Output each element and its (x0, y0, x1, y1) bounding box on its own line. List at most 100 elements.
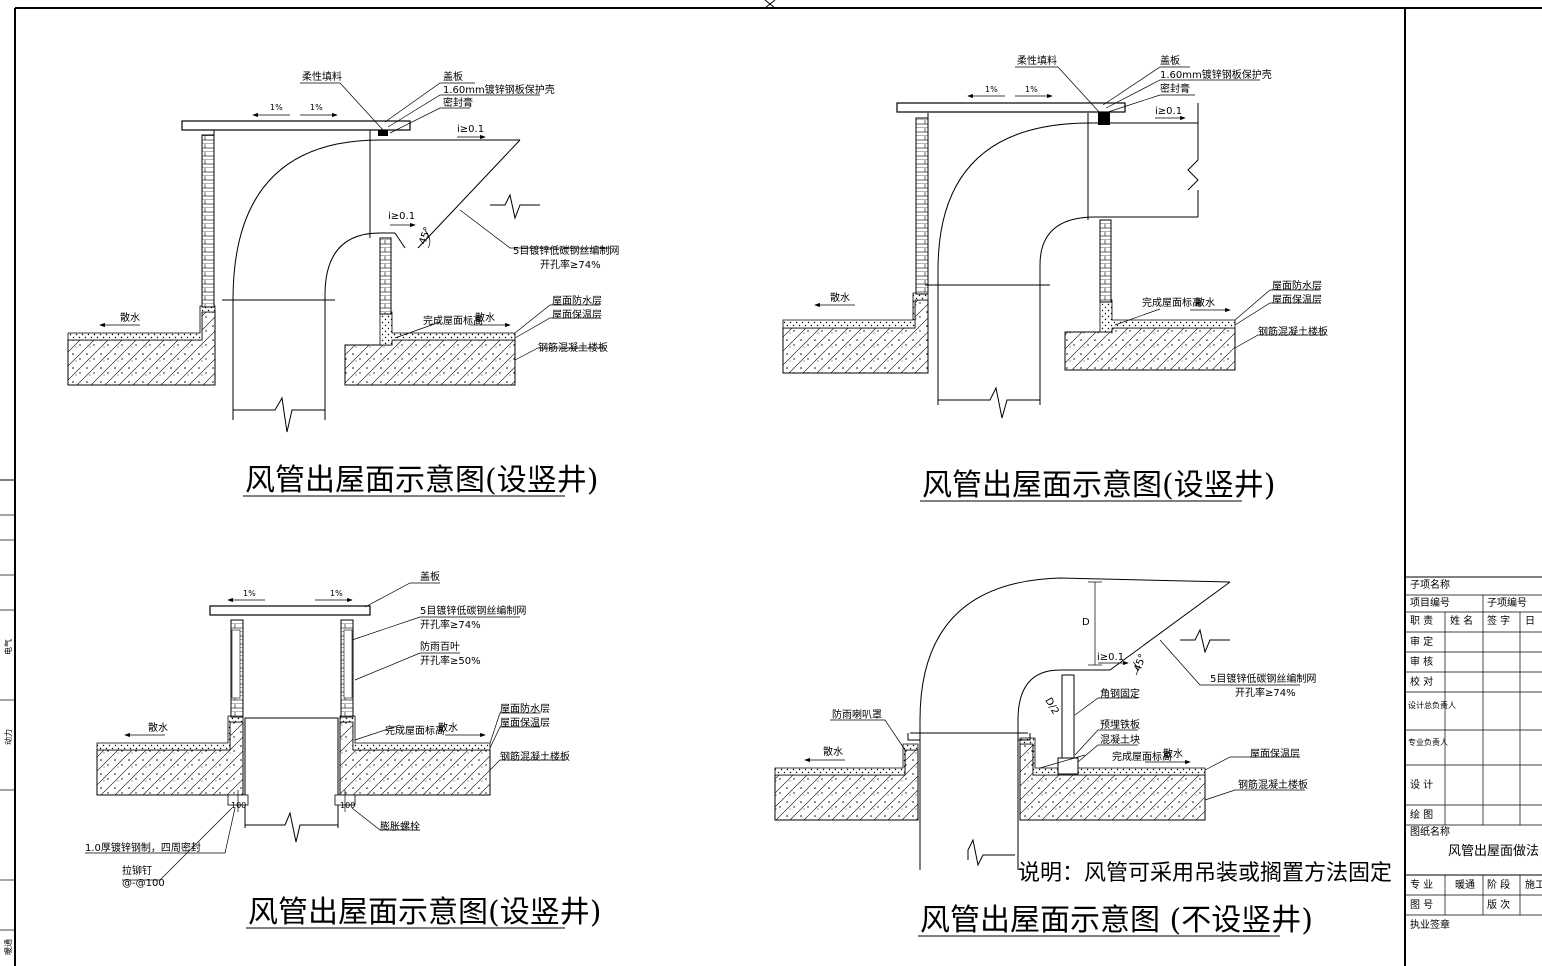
tb-stage: 施工 (1525, 878, 1542, 891)
label-rc-slab-4: 钢筋混凝土楼板 (1238, 778, 1308, 791)
title-block: 子项名称 项目编号 子项编号 职 责 姓 名 签 字 日 审 定 审 核 校 对… (1405, 576, 1542, 931)
tb-role-header-1: 姓 名 (1450, 614, 1473, 627)
tb-drawing-name: 风管出屋面做法 (1448, 844, 1539, 859)
label-open-rate-74-4: 开孔率≥74% (1235, 686, 1296, 699)
label-rivet-spec: @-@100 (122, 878, 165, 889)
label-open-rate-74-3: 开孔率≥74% (420, 618, 481, 631)
label-embedded-plate: 预埋铁板 (1100, 718, 1140, 731)
diagram-3-title: 风管出屋面示意图(设竖井) (248, 895, 601, 930)
label-angle-steel: 角钢固定 (1100, 687, 1140, 700)
label-slope-i-2: i≥0.1 (388, 211, 415, 222)
label-mesh-3: 5目镀锌低碳钢丝编制网 (420, 604, 526, 617)
tb-row-3: 设计总负责人 (1408, 700, 1456, 710)
label-drain-5: 散水 (148, 721, 168, 734)
label-slope-6: 1% (330, 589, 343, 598)
label-angle-45: 45° (417, 226, 433, 246)
label-drain-1: 散水 (120, 311, 140, 324)
left-strip: 电气 动力 暖通 (0, 479, 15, 955)
label-insulation-4: 屋面保温层 (1250, 747, 1300, 760)
label-drain-4: 散水 (1195, 296, 1215, 309)
label-drain-7: 散水 (823, 745, 843, 758)
label-slope-i-4: i≥0.1 (1097, 652, 1124, 663)
strip-cell-2: 电气 (3, 639, 13, 655)
label-drain-3: 散水 (830, 291, 850, 304)
tb-discipline: 暖通 (1455, 878, 1475, 891)
label-cover-plate: 盖板 (443, 70, 463, 83)
label-rivet: 拉铆钉 (122, 864, 152, 877)
label-cover-plate-2: 盖板 (1160, 54, 1180, 67)
label-slope-5: 1% (243, 589, 256, 598)
tb-version-label: 版 次 (1487, 898, 1510, 911)
tb-row-1: 审 核 (1410, 655, 1433, 668)
label-galv-shell-2: 1.60mm镀锌钢板保护壳 (1160, 68, 1272, 81)
label-waterproof-2: 屋面防水层 (1272, 279, 1322, 292)
label-concrete-block: 混凝土块 (1100, 733, 1140, 746)
tb-stamp-label: 执业签章 (1410, 918, 1450, 931)
label-slope-1: 1% (270, 103, 283, 112)
label-flexible-filler-2: 柔性填料 (1017, 54, 1057, 67)
label-angle-45-2: 45° (1132, 653, 1148, 673)
label-dim-d2: D/2 (1042, 696, 1060, 717)
label-finished-roof-2: 完成屋面标高 (1142, 296, 1202, 309)
label-slope-i-3: i≥0.1 (1155, 106, 1182, 117)
diagram-3: 盖板 5目镀锌低碳钢丝编制网 开孔率≥74% 防雨百叶 开孔率≥50% 1% 1… (85, 570, 601, 930)
label-expansion-bolt: 膨胀螺栓 (380, 820, 420, 833)
label-drain-2: 散水 (475, 311, 495, 324)
note-text: 说明：风管可采用吊装或搁置方法固定 (1018, 861, 1392, 886)
label-finished-roof-4: 完成屋面标高 (1112, 750, 1172, 763)
diagram-1-title: 风管出屋面示意图(设竖井) (245, 463, 598, 498)
label-insulation-2: 屋面保温层 (1272, 293, 1322, 306)
label-mesh-4: 5目镀锌低碳钢丝编制网 (1210, 672, 1316, 685)
label-drain-6: 散水 (438, 721, 458, 734)
label-finished-roof-3: 完成屋面标高 (385, 724, 445, 737)
label-rain-hood: 防雨喇叭罩 (832, 708, 882, 721)
tb-drawing-no-label: 图 号 (1410, 899, 1433, 911)
sheet-frame (14, 0, 1542, 966)
tb-row-0: 审 定 (1410, 635, 1433, 648)
label-drain-8: 散水 (1163, 747, 1183, 760)
label-slope-4: 1% (1025, 85, 1038, 94)
tb-sub-item-name: 子项名称 (1410, 578, 1450, 591)
label-slope-i-1: i≥0.1 (457, 124, 484, 135)
label-cover-plate-3: 盖板 (420, 570, 440, 583)
label-flexible-filler: 柔性填料 (302, 70, 342, 83)
label-dim-d: D (1082, 617, 1090, 628)
tb-row-4: 专业负责人 (1408, 737, 1448, 747)
label-open-rate-50: 开孔率≥50% (420, 654, 481, 667)
label-slope-2: 1% (310, 103, 323, 112)
label-insulation-3: 屋面保温层 (500, 716, 550, 729)
diagram-2: 柔性填料 盖板 1.60mm镀锌钢板保护壳 密封膏 1% 1% i≥0.1 散水… (782, 54, 1328, 503)
tb-row-5: 设 计 (1410, 778, 1433, 791)
label-sealant-2: 密封膏 (1160, 82, 1190, 95)
label-mesh: 5目镀锌低碳钢丝编制网 (513, 244, 619, 257)
label-insulation: 屋面保温层 (552, 308, 602, 321)
tb-row-6: 绘 图 (1410, 808, 1433, 821)
label-dim-100-1: 100 (231, 801, 246, 810)
label-open-rate-74: 开孔率≥74% (540, 258, 601, 271)
label-sealant: 密封膏 (443, 96, 473, 109)
tb-sub-item-no: 子项编号 (1487, 596, 1527, 609)
tb-project-no: 项目编号 (1410, 596, 1450, 609)
tb-discipline-label: 专 业 (1410, 878, 1433, 891)
tb-stage-label: 阶 段 (1487, 878, 1510, 891)
tb-drawing-name-label: 图纸名称 (1410, 825, 1450, 838)
label-waterproof: 屋面防水层 (552, 294, 602, 307)
label-rc-slab-2: 钢筋混凝土楼板 (1258, 325, 1328, 338)
strip-cell-0: 暖通 (3, 939, 13, 955)
label-louver: 防雨百叶 (420, 640, 460, 653)
label-rc-slab-3: 钢筋混凝土楼板 (500, 750, 570, 763)
label-dim-100-2: 100 (340, 801, 355, 810)
label-slope-3: 1% (985, 85, 998, 94)
diagram-2-title: 风管出屋面示意图(设竖井) (922, 468, 1275, 503)
strip-cell-1: 动力 (3, 729, 13, 745)
label-waterproof-3: 屋面防水层 (500, 702, 550, 715)
tb-role-header-0: 职 责 (1410, 614, 1433, 627)
label-galv-1mm: 1.0厚镀锌钢制，四周密封 (85, 841, 201, 854)
tb-row-2: 校 对 (1410, 675, 1433, 688)
label-finished-roof: 完成屋面标高 (423, 314, 483, 327)
label-rc-slab: 钢筋混凝土楼板 (538, 341, 608, 354)
tb-role-header-2: 签 字 (1487, 614, 1510, 627)
diagram-1: 柔性填料 盖板 1.60mm镀锌钢板保护壳 密封膏 1% 1% i≥0.1 i≥… (67, 70, 619, 498)
tb-role-header-3: 日 (1525, 616, 1535, 627)
